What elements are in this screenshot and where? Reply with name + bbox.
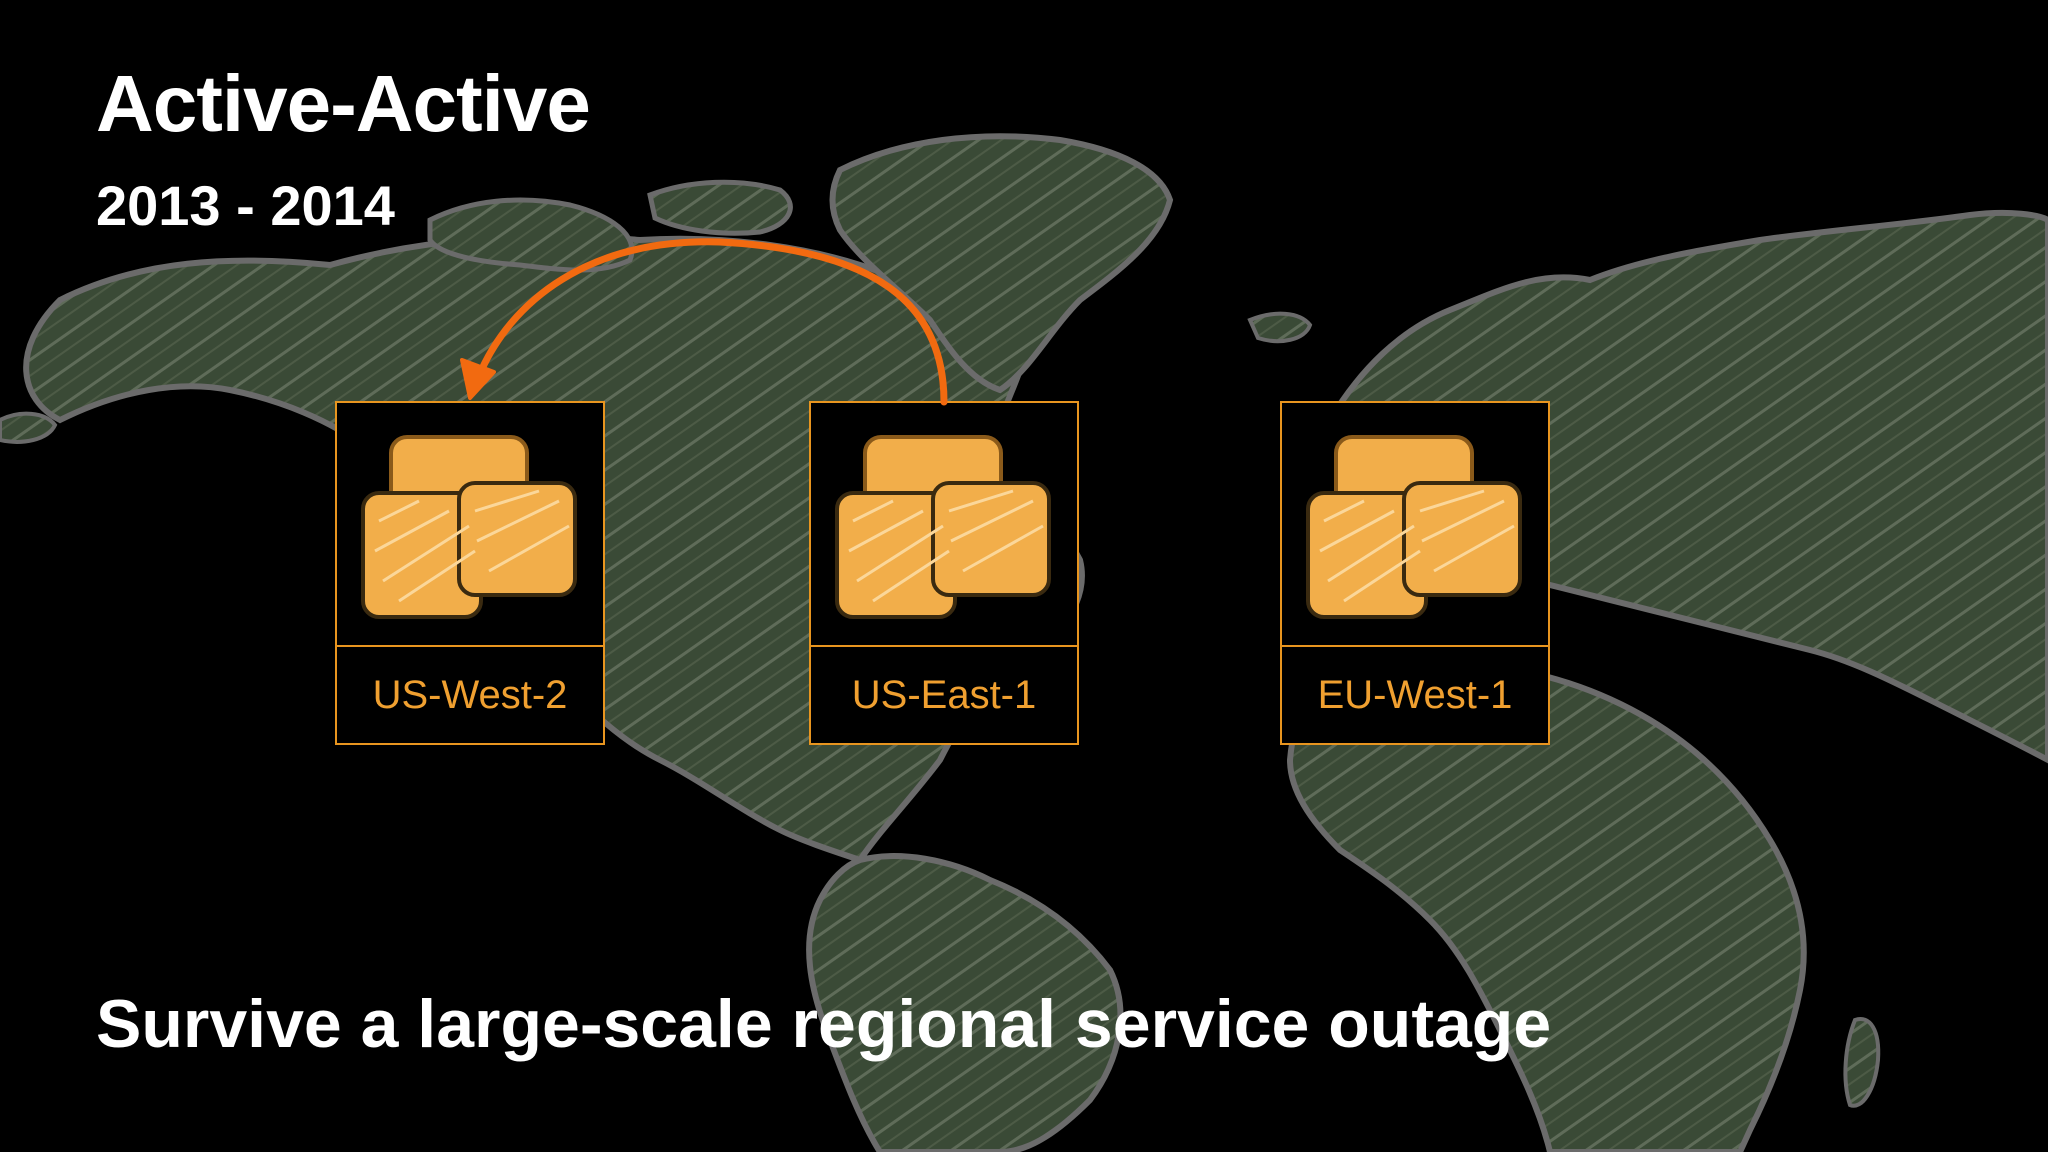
region-icon-box (337, 403, 603, 647)
region-us-west-2: US-West-2 (335, 401, 605, 745)
slide-title: Active-Active (96, 59, 591, 148)
region-label: EU-West-1 (1317, 672, 1513, 717)
region-label: US-East-1 (851, 672, 1037, 717)
alaska-tip (0, 411, 58, 444)
stacked-server-cubes-icon (361, 435, 577, 619)
slide-footer-caption: Survive a large-scale regional service o… (96, 986, 1552, 1062)
arctic-islands-east (647, 179, 793, 236)
stacked-server-cubes-icon (1306, 435, 1522, 619)
region-eu-west-1: EU-West-1 (1280, 401, 1550, 745)
madagascar (1843, 1017, 1881, 1108)
south-america-landmass (806, 853, 1124, 1152)
slide-subtitle: 2013 - 2014 (96, 174, 395, 237)
region-icon-box (1282, 403, 1548, 647)
africa-landmass (1286, 660, 1807, 1152)
iceland (1247, 311, 1313, 344)
region-icon-box (811, 403, 1077, 647)
region-us-east-1: US-East-1 (809, 401, 1079, 745)
region-label: US-West-2 (372, 672, 568, 717)
stacked-server-cubes-icon (835, 435, 1051, 619)
